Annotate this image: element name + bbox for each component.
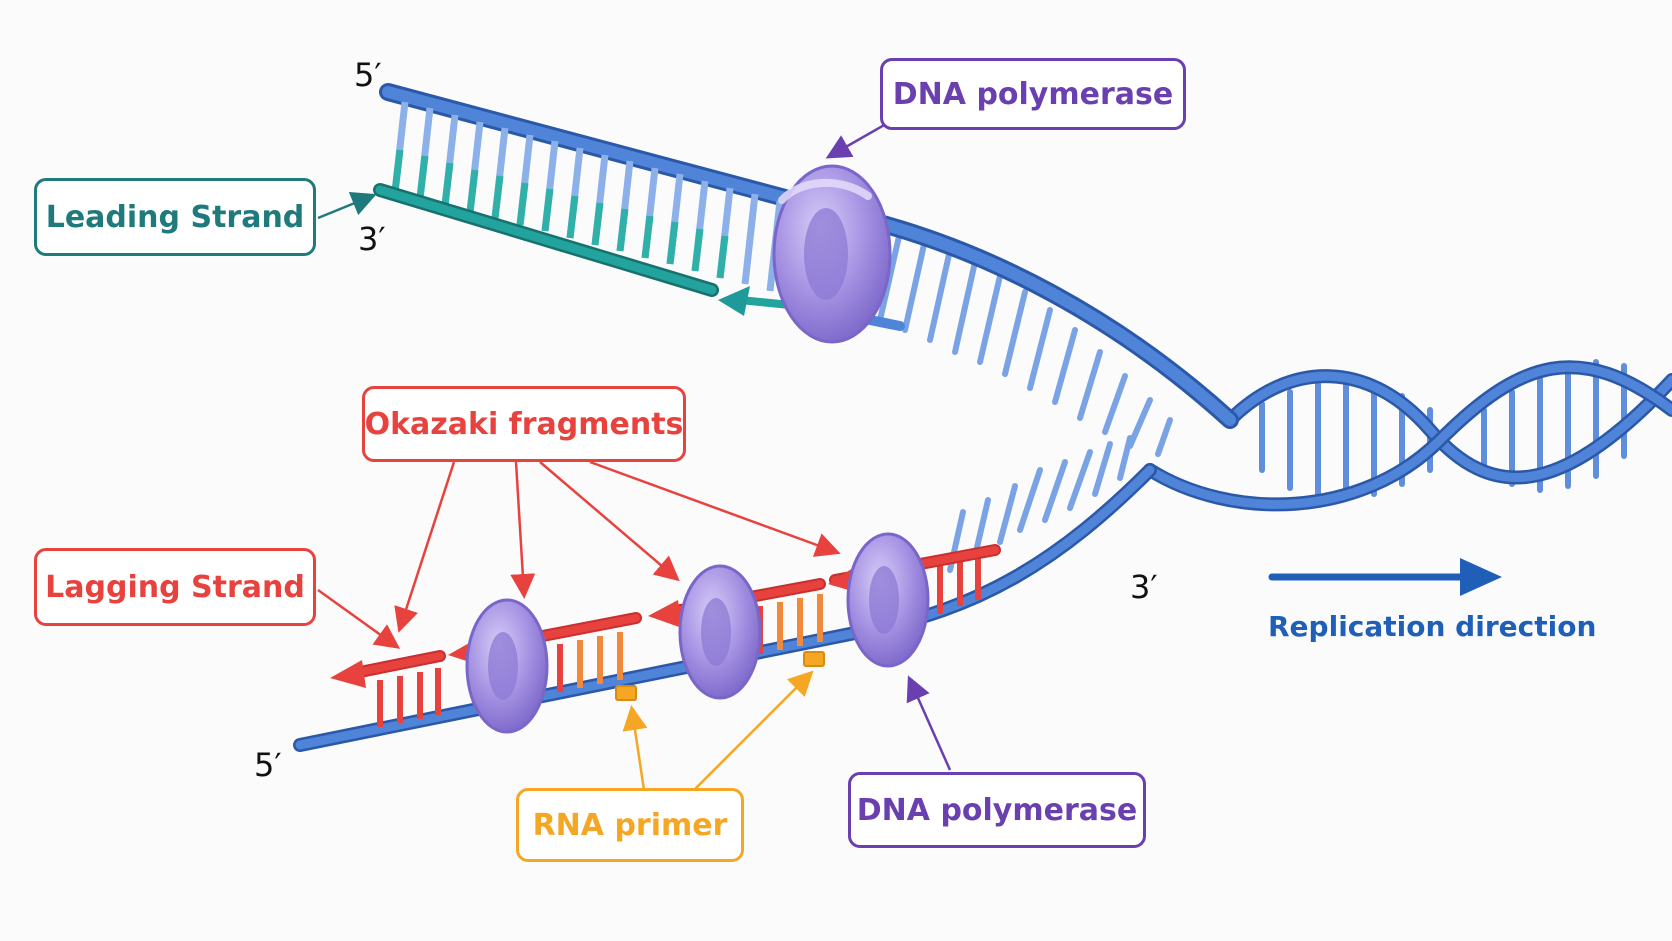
callout-connectors <box>317 114 952 791</box>
okazaki-arrowhead <box>648 600 682 628</box>
leading-strand <box>373 183 905 331</box>
dna-polymerase-bottom-callout: DNA polymerase <box>848 772 1146 848</box>
polymerase-clamp-icon <box>678 564 762 700</box>
bottom-five-prime-end: 5′ <box>254 746 282 784</box>
upper-template-strand <box>379 83 1239 429</box>
rna-primer-block <box>803 651 825 667</box>
leading-strand-rungs <box>391 101 784 292</box>
fork-base-pair-rungs <box>877 229 1173 573</box>
rna-primer-block <box>615 685 637 701</box>
leading-strand-callout: Leading Strand <box>34 178 316 256</box>
arrow-right-icon <box>1268 558 1502 596</box>
polymerase-clamp-icon <box>772 164 892 344</box>
rna-primers <box>615 651 825 701</box>
polymerase-clamp-icon <box>846 532 930 668</box>
rna-primer-callout: RNA primer <box>516 788 744 862</box>
okazaki-fragments-callout: Okazaki fragments <box>362 386 686 462</box>
parental-double-helix <box>1143 359 1672 512</box>
bottom-three-prime-end: 3′ <box>1130 568 1158 606</box>
top-five-prime-end: 5′ <box>354 56 382 94</box>
lagging-strand-callout: Lagging Strand <box>34 548 316 626</box>
leading-strand-arrowhead <box>718 286 750 316</box>
dna-polymerase-top-callout: DNA polymerase <box>880 58 1186 130</box>
top-three-prime-end: 3′ <box>358 220 386 258</box>
polymerase-clamp-icon <box>465 598 549 734</box>
replication-direction-label: Replication direction <box>1268 610 1597 643</box>
okazaki-arrowhead <box>330 660 366 688</box>
